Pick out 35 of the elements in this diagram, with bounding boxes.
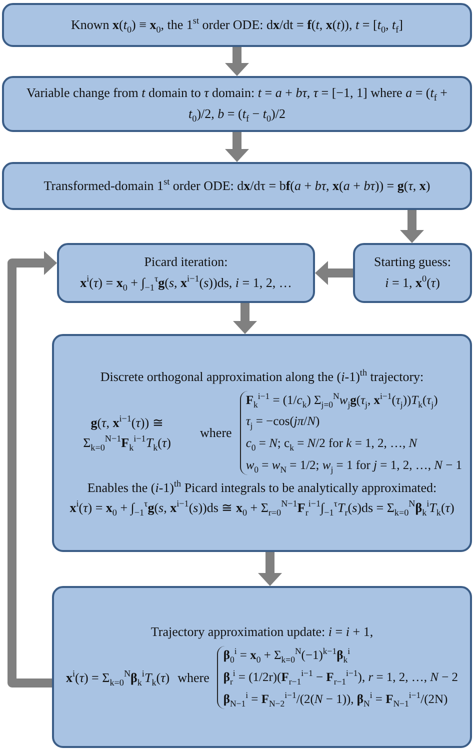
formula-text: x$^{i}$(τ) = x$_{0}$ + ∫$_{−1}$$^{τ}$g(s, x$^{i−1}$(s))ds ≅ x$_{0}$ + Σ$_{r=0}$$^{N−1}$F$_{r}$$^{i−1}$∫$_{−1}$$^{τ}$T$_{r}$(s)ds = Σ$_{k=0}$$^{N}$β$_{k}$$^{i}$T$_{k}$(τ) — [70, 498, 454, 520]
process-box — [2, 76, 472, 132]
formula-text: w$_{0}$ = w$_{N}$ = 1/2; w$_{j}$ = 1 for j = 1, 2, …, N − 1 — [246, 456, 462, 475]
formula-text: τ$_{j}$ = −cos(jπ/N) — [246, 413, 321, 432]
formula-text: β$_{N−1}$$^{i}$ = F$_{N−2}$$^{i−1}$/(2(N − 1)), β$_{N}$$^{i}$ = F$_{N−1}$$^{i−1}$/(2N) — [223, 690, 449, 709]
arrow — [258, 552, 282, 586]
formula-text: i = 1, x$^{0}$(τ) — [385, 273, 440, 292]
arrow — [233, 303, 257, 334]
formula-text: β$_{r}$$^{i}$ = (1/2r)(F$_{r−1}$$^{i−1}$ − F$_{r−1}$$^{i−1}$), r = 1, 2, …, N − 2 — [223, 668, 458, 687]
formula-text: F$_{k}$$^{i−1}$ = (1/c$_{k}$) Σ$_{j=0}$$^{N}$w$_{j}$g(τ$_{j}$, x$^{i−1}$(τ$_{j}$))T$_{k}$(τ$_{j}$) — [246, 390, 439, 410]
label-text: where — [200, 424, 232, 442]
formula-text: c$_{0}$ = N; c$_{k}$ = N/2 for k = 1, 2, …, N — [246, 435, 418, 453]
heading-text: Picard iteration: — [144, 253, 228, 272]
heading-text: Enables the (i-1)$^{th}$ Picard integrals to be analytically approximated: — [87, 478, 437, 497]
heading-text: Transformed-domain 1$^{st}$ order ODE: dx/dτ = bf(a + bτ, x(a + bτ)) = g(τ, x) — [44, 176, 430, 195]
arrow — [400, 210, 424, 243]
formula-text: x$^{i}$(τ) = x$_{0}$ + ∫$_{−1}$$^{τ}$g(s, x$^{i−1}$(s))ds, i = 1, 2, … — [80, 273, 292, 294]
arrow — [225, 132, 249, 162]
process-box — [52, 334, 472, 552]
process-box — [2, 162, 472, 210]
process-box — [2, 3, 472, 47]
formula-text: x$^{i}$(τ) = Σ$_{k=0}$$^{N}$β$_{k}$$^{i}$T$_{k}$(τ) — [66, 668, 170, 688]
heading-text: Known x(t$_{0}$) ≡ x$_{0}$, the 1$^{st}$ order ODE: dx/dt = f(t, x(t)), t = [t$_{0}$, t$_{f}$] — [71, 14, 403, 36]
label-text: where — [178, 668, 210, 687]
process-box — [52, 586, 472, 748]
heading-text: Trajectory approximation update: i = i + 1, — [150, 623, 374, 642]
process-box — [57, 243, 315, 303]
formula-text: g(τ, x$^{i−1}$(τ)) ≅ Σ$_{k=0}$$^{N−1}$F$_{k}$$^{i−1}$T$_{k}$(τ) — [82, 413, 172, 452]
process-box — [353, 243, 472, 303]
heading-text: Starting guess: — [374, 253, 451, 272]
heading-text: Variable change from t domain to τ domain: t = a + bτ, τ = [−1, 1] where a = (t$_{f}$ + t$_{0}$)/2, b = (t$_{f}$ − t$_{0}$)/2 — [25, 84, 449, 125]
arrow — [225, 47, 249, 76]
arrow — [315, 261, 353, 285]
arrow — [8, 251, 57, 688]
heading-text: Discrete orthogonal approximation along the (i-1)$^{th}$ trajectory: — [100, 366, 424, 386]
